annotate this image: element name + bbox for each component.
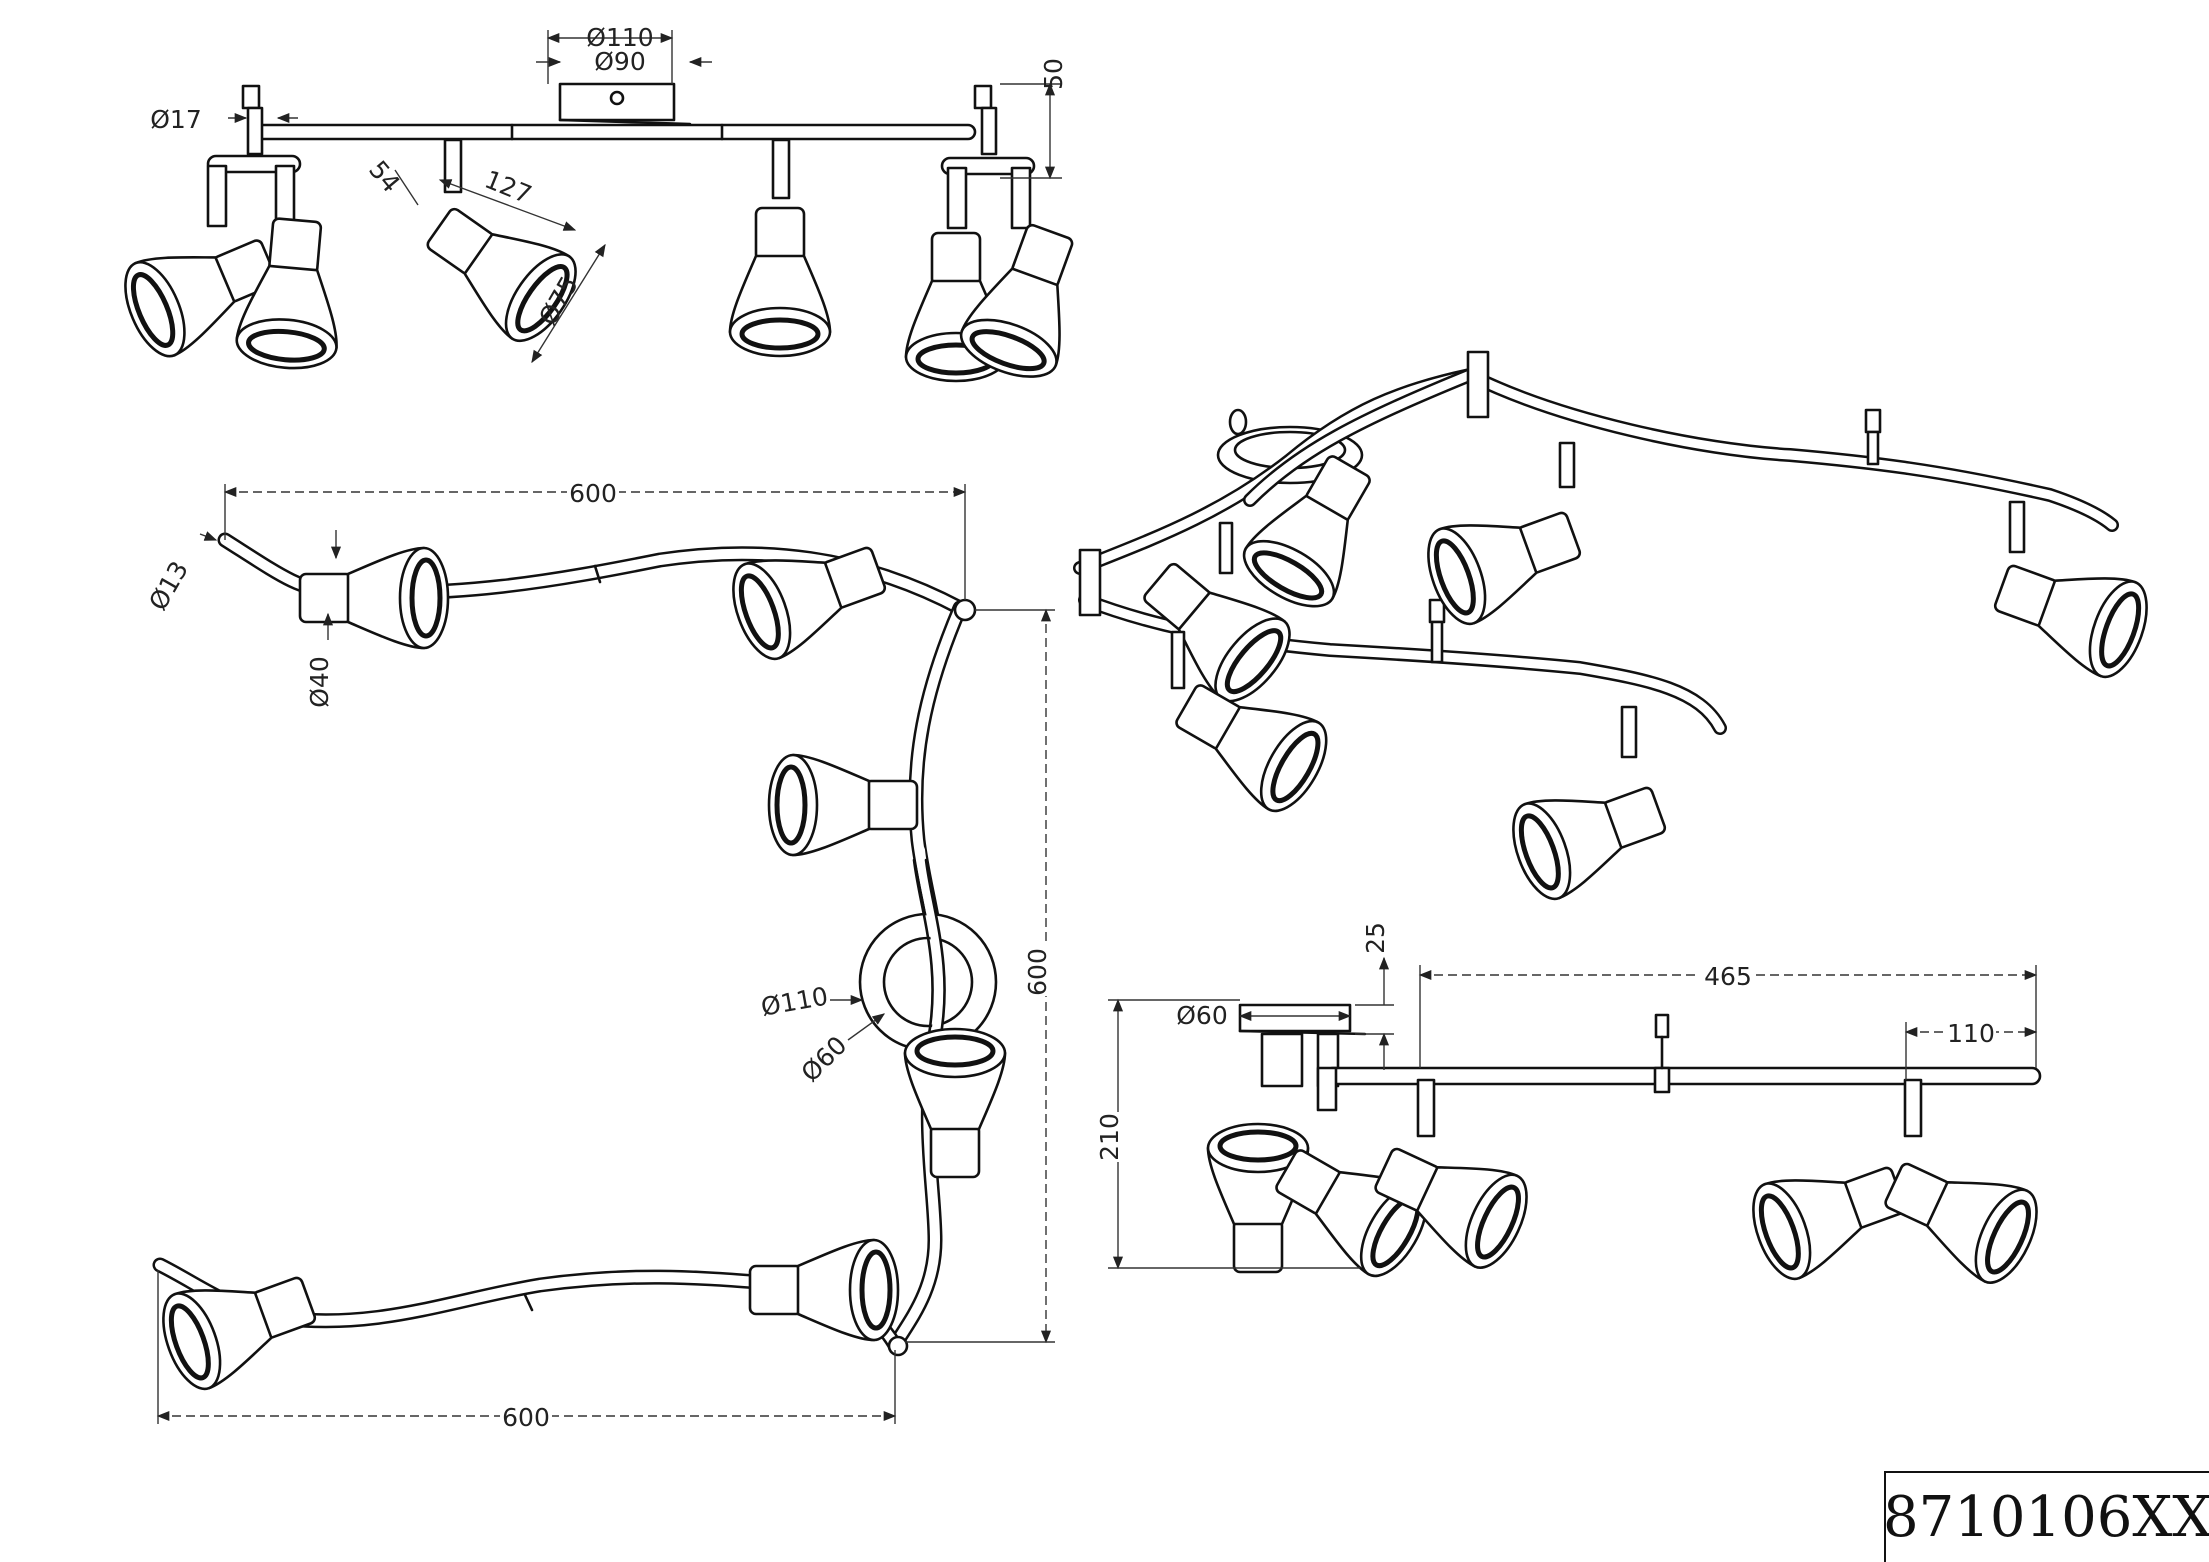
- dim-w600-bottom: 600: [502, 1403, 550, 1432]
- dim-d13: Ø13: [143, 556, 194, 615]
- dim-h50: 50: [1039, 58, 1068, 90]
- product-code: 8710106XX: [1883, 1471, 2209, 1562]
- view-front-bar: Ø110 Ø90 50 Ø17 127 54 Ø75: [113, 23, 1098, 388]
- dim-d40: Ø40: [305, 656, 334, 708]
- dim-w600-top: 600: [569, 479, 617, 508]
- dim-d60-side: Ø60: [1176, 1001, 1228, 1030]
- view-flex-top: 600 Ø13 Ø40 600 Ø110 Ø60 600: [143, 478, 1062, 1432]
- dim-h25: 25: [1361, 922, 1390, 954]
- dim-h600-right: 600: [1023, 948, 1052, 996]
- dim-l110: 110: [1947, 1019, 1995, 1048]
- dim-l465: 465: [1704, 962, 1752, 991]
- view-perspective: [1073, 350, 2158, 906]
- dim-d110-top: Ø110: [586, 23, 653, 52]
- dim-d60-mid: Ø60: [796, 1031, 853, 1088]
- dim-d90-top: Ø90: [594, 47, 646, 76]
- view-side: 25 465 Ø60 110 210: [1095, 922, 2049, 1292]
- dim-d17: Ø17: [150, 105, 202, 134]
- dim-l127: 127: [481, 165, 536, 210]
- dim-d110-mid: Ø110: [759, 981, 830, 1021]
- dim-h210: 210: [1095, 1113, 1124, 1161]
- dim-w54: 54: [363, 155, 406, 198]
